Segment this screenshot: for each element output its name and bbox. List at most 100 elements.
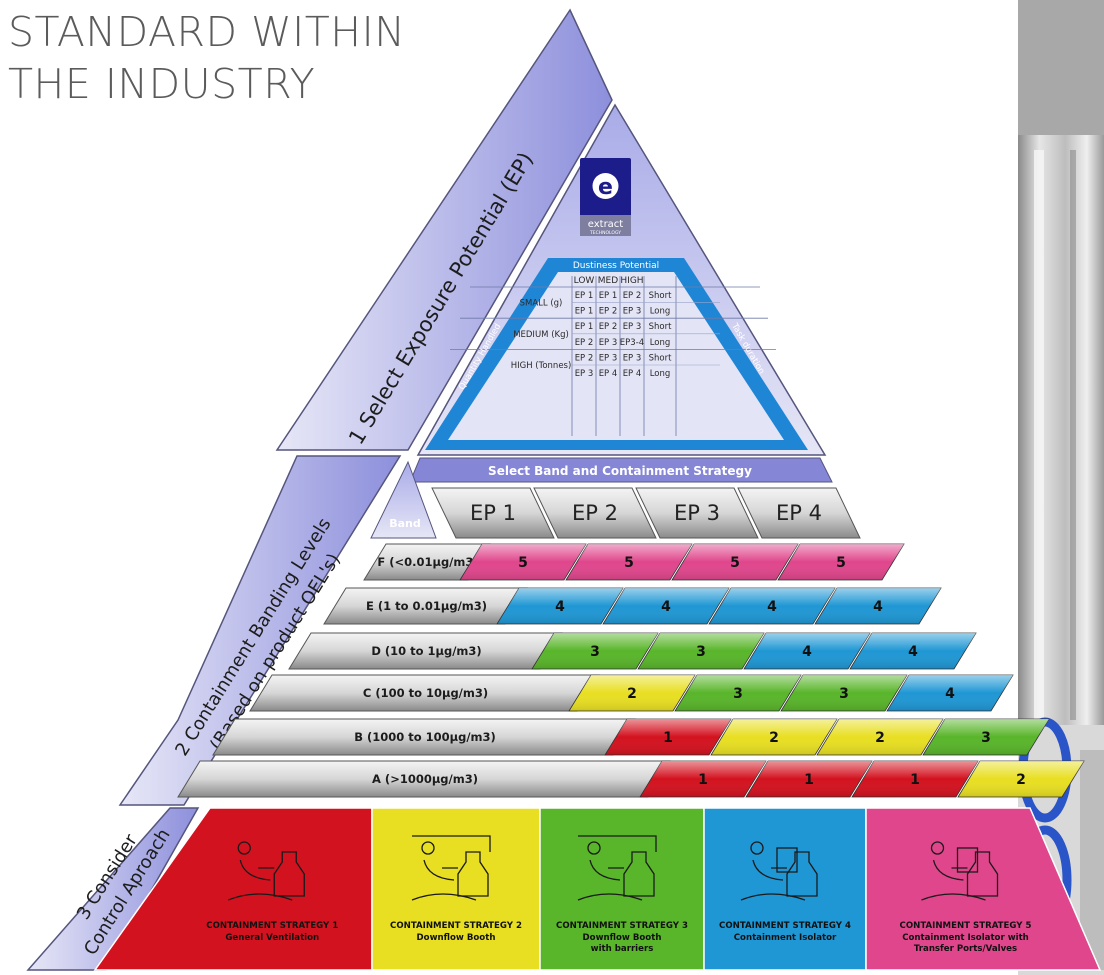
- ep-table-cell: EP 4: [623, 369, 642, 379]
- band-cell-level: 4: [945, 686, 955, 702]
- logo-name: extract: [588, 219, 624, 230]
- ep-header-tile: [737, 487, 861, 539]
- ep-header-tile: [533, 487, 657, 539]
- strategy-icon: [228, 841, 305, 901]
- band-label: A (>1000µg/m3): [372, 772, 478, 786]
- ep-table-cell: EP 3: [575, 369, 594, 379]
- band-cell-sheen: [744, 633, 870, 669]
- ep-header-label: EP 3: [674, 501, 720, 525]
- ep-table-cell: Long: [650, 369, 671, 379]
- band-cell-level: 4: [555, 599, 565, 615]
- logo-letter: e: [598, 175, 613, 200]
- band-cell-level: 5: [624, 555, 634, 571]
- band-cell-sheen: [709, 588, 835, 624]
- ep-table-cell: EP 1: [575, 322, 594, 332]
- ep-table-quantity: SMALL (g): [520, 299, 563, 309]
- band-label: D (10 to 1µg/m3): [371, 644, 481, 658]
- ep-table-panel: [448, 272, 784, 440]
- band-header-label: Band: [389, 517, 421, 530]
- band-cell-level: 4: [802, 644, 812, 660]
- band-cell-level: 5: [730, 555, 740, 571]
- band-cell-sheen: [640, 761, 766, 797]
- band-cell-sheen: [566, 544, 692, 580]
- strategy-panel: [371, 807, 541, 971]
- ep-header-tile: [431, 487, 555, 539]
- ep-table-cell: EP 3: [623, 307, 642, 317]
- ep-table-cell: EP 1: [575, 307, 594, 317]
- strategy-description: Containment Isolator with: [902, 933, 1029, 943]
- band-cell-level: 1: [910, 772, 920, 788]
- logo-subtitle: TECHNOLOGY: [589, 230, 621, 236]
- strategy-panel: [703, 807, 867, 971]
- strategy-icon: [921, 841, 999, 901]
- ep-table-quantity: HIGH (Tonnes): [511, 361, 572, 371]
- band-cell-level: 3: [733, 686, 743, 702]
- band-cell-level: 5: [518, 555, 528, 571]
- band-cell-level: 3: [590, 644, 600, 660]
- band-cell-level: 1: [698, 772, 708, 788]
- band-label: B (1000 to 100µg/m3): [354, 730, 496, 744]
- strategy-description: General Ventilation: [225, 933, 319, 943]
- band-cell-sheen: [781, 675, 907, 711]
- band-cell-level: 5: [836, 555, 846, 571]
- band-cell-level: 2: [875, 730, 885, 746]
- headline-line-1: STANDARD WITHIN: [8, 8, 406, 56]
- band-cell-sheen: [778, 544, 904, 580]
- ep-table-cell: EP 1: [575, 291, 594, 301]
- band-cell-sheen: [603, 588, 729, 624]
- strategy-description: Downflow Booth: [583, 933, 662, 943]
- ep-table-cell: EP 1: [599, 291, 618, 301]
- band-cell-level: 3: [839, 686, 849, 702]
- ep-table-quantity: MEDIUM (Kg): [513, 330, 569, 340]
- band-cell-sheen: [852, 761, 978, 797]
- band-cell-level: 4: [661, 599, 671, 615]
- ep-table-cell: Short: [649, 322, 672, 332]
- band-cell-sheen: [958, 761, 1084, 797]
- ep-header-label: EP 2: [572, 501, 618, 525]
- headline-line-2: THE INDUSTRY: [8, 60, 316, 108]
- ep-header-tile: [635, 487, 759, 539]
- band-cell-level: 1: [804, 772, 814, 788]
- strategy-description: Transfer Ports/Valves: [914, 944, 1017, 954]
- strategies: CONTAINMENT STRATEGY 1 General Ventilatio…: [93, 807, 1102, 971]
- band-cell-sheen: [850, 633, 976, 669]
- band-cell-level: 2: [627, 686, 637, 702]
- strategy-description: with barriers: [591, 944, 654, 954]
- strategy-title: CONTAINMENT STRATEGY 3: [556, 921, 688, 931]
- ep-table-cell: EP 3: [623, 322, 642, 332]
- section2-side-bar: [118, 455, 402, 806]
- strategy-icon: [411, 835, 491, 901]
- band-cell-sheen: [460, 544, 586, 580]
- ep-table-cell: Long: [650, 338, 671, 348]
- band-label: F (<0.01µg/m3): [377, 555, 478, 569]
- ep-table-cell: Short: [649, 353, 672, 363]
- band-cell-level: 3: [981, 730, 991, 746]
- ep-table-col-header: MED: [598, 276, 618, 286]
- band-cell-sheen: [605, 719, 731, 755]
- ep-table-title: Dustiness Potential: [573, 261, 659, 271]
- extract-technology-logo: e extract TECHNOLOGY: [580, 158, 631, 236]
- ep-table-cell: Short: [649, 291, 672, 301]
- band-label: E (1 to 0.01µg/m3): [366, 599, 487, 613]
- band-cell-level: 2: [769, 730, 779, 746]
- strategy-title: CONTAINMENT STRATEGY 2: [390, 921, 522, 931]
- band-cell-level: 3: [696, 644, 706, 660]
- band-cell-sheen: [569, 675, 695, 711]
- ep-table-cell: Long: [650, 307, 671, 317]
- band-cell-level: 2: [1016, 772, 1026, 788]
- band-cell-sheen: [887, 675, 1013, 711]
- strategy-title: CONTAINMENT STRATEGY 4: [719, 921, 851, 931]
- band-cell-sheen: [638, 633, 764, 669]
- band-rows: F (<0.01µg/m3) 5 5 5 5 E (1 to 0.01µg/m3) 4 4 4 4…: [177, 543, 1085, 798]
- ep-table-cell: EP 3: [623, 353, 642, 363]
- band-cell-level: 4: [873, 599, 883, 615]
- band-cell-sheen: [746, 761, 872, 797]
- ep-table-col-header: LOW: [574, 276, 595, 286]
- strategy-description: Downflow Booth: [417, 933, 496, 943]
- strategy-title: CONTAINMENT STRATEGY 1: [206, 921, 338, 931]
- band-cell-sheen: [675, 675, 801, 711]
- band-cell-sheen: [923, 719, 1049, 755]
